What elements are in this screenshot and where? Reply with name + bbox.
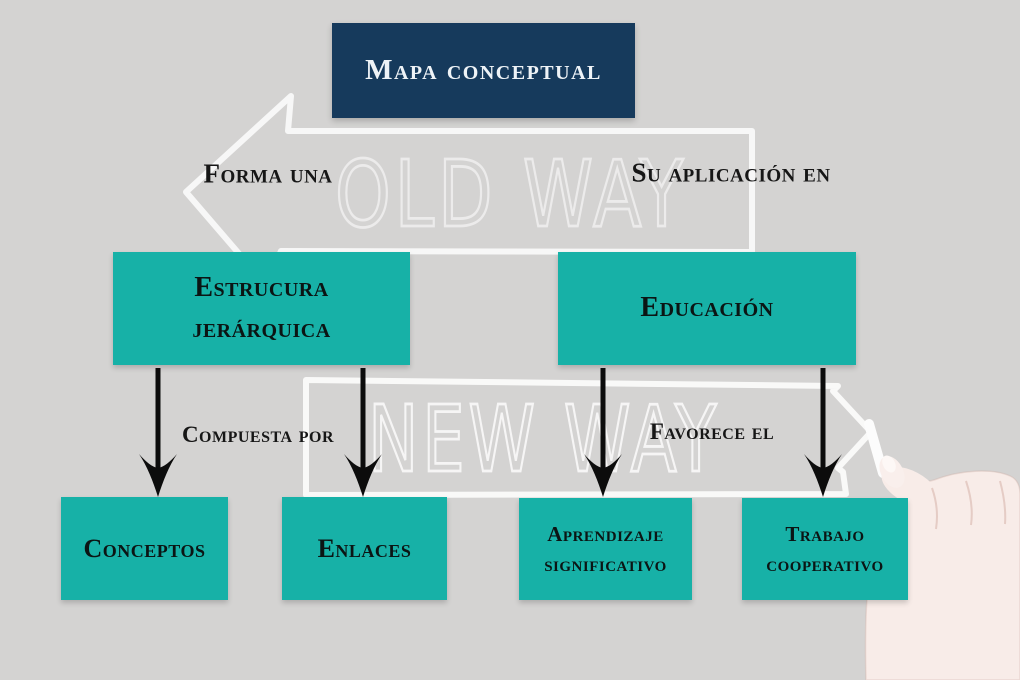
edge-label-su-aplicacion-en: Su aplicación en xyxy=(631,157,831,188)
node-label: Conceptos xyxy=(83,533,206,563)
edge-label-favorece-el: Favorece el xyxy=(649,419,775,444)
node-label-line: cooperativo xyxy=(766,552,884,576)
node-label-line: significativo xyxy=(544,552,667,576)
new-way-arrow-right-icon xyxy=(303,377,874,498)
node-trabajo-cooperativo: Trabajo cooperativo xyxy=(742,498,908,600)
edge-label-compuesta-por: Compuesta por xyxy=(181,422,335,447)
node-label-line: Trabajo xyxy=(785,521,865,546)
node-estructura-jerarquica: Estrucura jerárquica xyxy=(113,252,410,365)
arrow-educacion-to-trabajo xyxy=(804,368,842,497)
node-educacion: Educación xyxy=(558,252,856,365)
fingernail-icon xyxy=(882,455,896,473)
edge-label-forma-una: Forma una xyxy=(203,158,333,189)
arrow-educacion-to-aprendizaje xyxy=(584,368,622,497)
old-way-chalk-text: OLD WAY xyxy=(335,141,687,248)
new-way-chalk-text: NEW WAY xyxy=(368,386,720,493)
title-node-mapa-conceptual: Mapa conceptual xyxy=(332,23,635,118)
node-label: Educación xyxy=(640,292,774,324)
node-label-line: Aprendizaje xyxy=(547,521,664,546)
arrow-estructura-to-conceptos xyxy=(139,368,177,497)
node-label-line: Estrucura xyxy=(194,271,329,303)
node-label-line: jerárquica xyxy=(192,312,331,344)
title-label: Mapa conceptual xyxy=(365,54,602,86)
node-label: Enlaces xyxy=(317,533,412,563)
node-aprendizaje-significativo: Aprendizaje significativo xyxy=(519,498,692,600)
node-conceptos: Conceptos xyxy=(61,497,228,600)
node-enlaces: Enlaces xyxy=(282,497,447,600)
arrow-estructura-to-enlaces xyxy=(344,368,382,497)
